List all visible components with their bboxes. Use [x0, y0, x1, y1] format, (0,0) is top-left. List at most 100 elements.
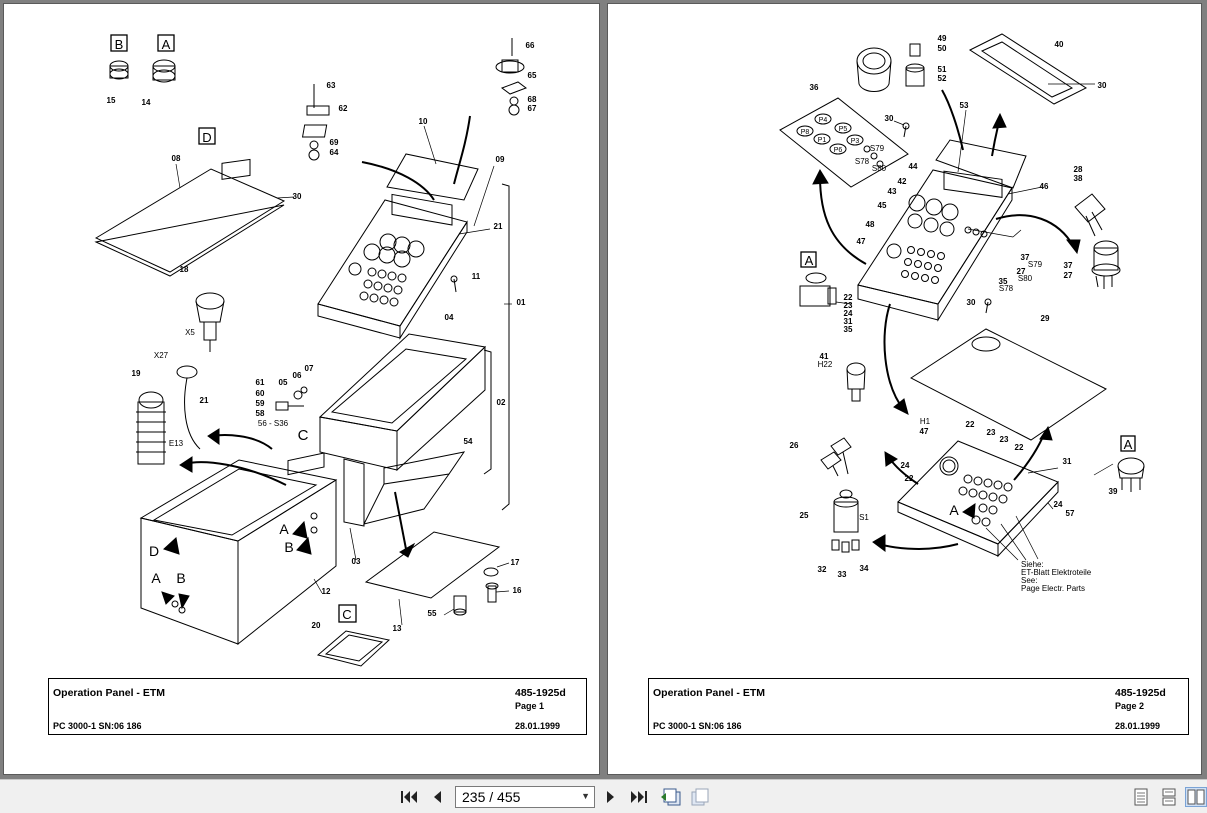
svg-text:22: 22 [1015, 443, 1024, 452]
svg-text:11: 11 [472, 272, 481, 281]
document-title: Operation Panel - ETM [653, 687, 766, 699]
svg-text:05: 05 [279, 378, 288, 387]
svg-text:24: 24 [844, 309, 853, 318]
svg-text:59: 59 [256, 399, 265, 408]
svg-text:12: 12 [322, 587, 331, 596]
svg-text:09: 09 [496, 155, 505, 164]
svg-text:15: 15 [107, 96, 116, 105]
svg-text:61: 61 [256, 378, 265, 387]
svg-text:A: A [805, 253, 814, 268]
svg-text:S80: S80 [872, 164, 887, 173]
svg-text:P4: P4 [819, 117, 828, 124]
svg-text:19: 19 [132, 369, 141, 378]
svg-text:C: C [298, 427, 309, 444]
svg-text:30: 30 [1098, 81, 1107, 90]
svg-text:45: 45 [878, 201, 887, 210]
page-number-select[interactable]: 235 / 455 ▼ [455, 786, 595, 808]
document-number: 485-1925d [515, 687, 566, 699]
svg-text:39: 39 [1109, 487, 1118, 496]
svg-text:47: 47 [857, 237, 866, 246]
svg-text:X27: X27 [154, 351, 169, 360]
svg-text:67: 67 [528, 104, 537, 113]
svg-text:49: 49 [938, 34, 947, 43]
svg-text:31: 31 [1063, 457, 1072, 466]
svg-text:35: 35 [999, 277, 1008, 286]
svg-text:A: A [1124, 437, 1133, 452]
svg-text:56 - S36: 56 - S36 [258, 419, 289, 428]
svg-text:63: 63 [327, 81, 336, 90]
svg-text:55: 55 [428, 609, 437, 618]
note-line-3: See: [1021, 576, 1037, 585]
machine-model: PC 3000-1 SN:06 186 [53, 721, 142, 731]
svg-text:27: 27 [1017, 267, 1026, 276]
last-page-icon [631, 791, 647, 803]
svg-text:43: 43 [888, 187, 897, 196]
svg-text:42: 42 [898, 177, 907, 186]
svg-text:28: 28 [1074, 165, 1083, 174]
callout-b: B [115, 37, 124, 52]
svg-text:68: 68 [528, 95, 537, 104]
svg-text:23: 23 [987, 428, 996, 437]
svg-text:A: A [151, 570, 161, 586]
svg-text:66: 66 [526, 41, 535, 50]
facing-pages-view-icon [1187, 789, 1205, 805]
svg-text:21: 21 [494, 222, 503, 231]
svg-text:13: 13 [393, 624, 402, 633]
svg-text:23: 23 [844, 301, 853, 310]
note-line-2: ET-Blatt Elektroteile [1021, 568, 1092, 577]
next-page-button[interactable] [600, 787, 622, 807]
callout-a: A [162, 37, 171, 52]
svg-text:20: 20 [312, 621, 321, 630]
dropdown-caret-icon: ▼ [581, 791, 590, 801]
svg-text:06: 06 [293, 371, 302, 380]
svg-text:65: 65 [528, 71, 537, 80]
title-block-page-2: Operation Panel - ETM PC 3000-1 SN:06 18… [648, 678, 1189, 735]
svg-text:58: 58 [256, 409, 265, 418]
previous-page-button[interactable] [426, 787, 448, 807]
svg-text:51: 51 [938, 65, 947, 74]
svg-text:31: 31 [844, 317, 853, 326]
svg-text:22: 22 [966, 420, 975, 429]
svg-text:P6: P6 [834, 147, 843, 154]
last-page-button[interactable] [628, 787, 650, 807]
svg-text:37: 37 [1064, 261, 1073, 270]
svg-text:41: 41 [820, 352, 829, 361]
svg-text:27: 27 [1064, 271, 1073, 280]
svg-text:A: A [949, 502, 959, 518]
go-back-button[interactable] [660, 787, 682, 807]
svg-text:07: 07 [305, 364, 314, 373]
svg-text:30: 30 [293, 192, 302, 201]
first-page-button[interactable] [398, 787, 420, 807]
svg-text:60: 60 [256, 389, 265, 398]
svg-text:H1: H1 [920, 417, 931, 426]
note-line-4: Page Electr. Parts [1021, 584, 1085, 593]
single-page-view-button[interactable] [1130, 787, 1152, 807]
machine-model: PC 3000-1 SN:06 186 [653, 721, 742, 731]
go-forward-button[interactable] [690, 787, 712, 807]
svg-text:B: B [284, 539, 293, 555]
single-page-view-icon [1134, 788, 1148, 806]
svg-text:33: 33 [838, 570, 847, 579]
svg-text:21: 21 [200, 396, 209, 405]
svg-text:52: 52 [938, 74, 947, 83]
facing-pages-view-button[interactable] [1185, 787, 1207, 807]
continuous-view-button[interactable] [1158, 787, 1180, 807]
svg-text:14: 14 [142, 98, 151, 107]
svg-text:29: 29 [1041, 314, 1050, 323]
svg-text:69: 69 [330, 138, 339, 147]
svg-text:30: 30 [967, 298, 976, 307]
svg-text:53: 53 [960, 101, 969, 110]
svg-text:25: 25 [800, 511, 809, 520]
svg-text:36: 36 [810, 83, 819, 92]
svg-text:22: 22 [844, 293, 853, 302]
svg-text:54: 54 [464, 437, 473, 446]
svg-text:50: 50 [938, 44, 947, 53]
svg-text:D: D [149, 543, 159, 559]
document-title: Operation Panel - ETM [53, 687, 166, 699]
previous-page-icon [434, 791, 441, 803]
svg-text:57: 57 [1066, 509, 1075, 518]
svg-text:S78: S78 [855, 157, 870, 166]
svg-text:46: 46 [1040, 182, 1049, 191]
